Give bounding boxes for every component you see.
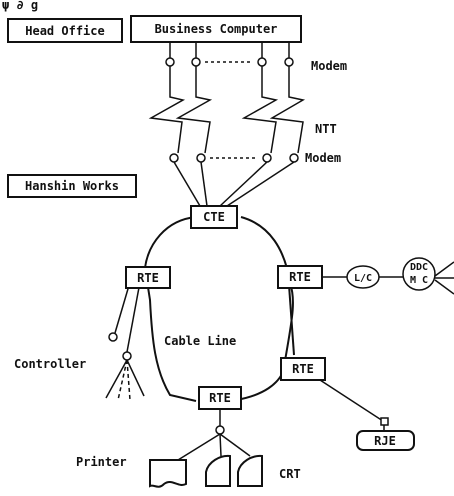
hanshin-works-box [7, 174, 137, 198]
rte-bottom-right-box [280, 357, 326, 381]
rte-right-label: RTE [289, 270, 311, 284]
head-office-label: Head Office [25, 24, 104, 38]
head-office-box [7, 18, 123, 43]
converging-lines [173, 161, 295, 207]
hanshin-works-label: Hanshin Works [25, 179, 119, 193]
ntt-zigzag-lines [148, 66, 306, 154]
upper-lines [169, 42, 290, 58]
cable-ring [143, 216, 294, 402]
lc-label: L/C [354, 273, 372, 284]
ddc-node [402, 257, 436, 291]
crt-icon-1 [205, 454, 231, 487]
controller-node [122, 351, 132, 361]
rte-left-stub [114, 281, 131, 334]
rje-box [356, 430, 415, 451]
cable-line-label: Cable Line [164, 334, 236, 348]
ddc-top-label: DDC [410, 262, 428, 273]
rte-bottom-right-label: RTE [292, 362, 314, 376]
ddc-outgoing-lines [434, 261, 454, 295]
rte-bottom-label: RTE [209, 391, 231, 405]
rte-left-label: RTE [137, 271, 159, 285]
rje-connector [380, 417, 389, 426]
cte-label: CTE [203, 210, 225, 224]
rje-label: RJE [374, 434, 396, 448]
rte-left-box [125, 266, 171, 289]
printer-icon [149, 459, 187, 488]
cable-ring-right [288, 284, 295, 356]
bottom-modem-circles [169, 153, 299, 163]
ntt-label: NTT [315, 122, 337, 136]
printer-label: Printer [76, 455, 127, 469]
modem-top-label: Modem [311, 59, 347, 73]
crt-icon-2 [237, 454, 263, 487]
top-modem-circles [165, 57, 294, 67]
terminal-fan-lines [177, 433, 251, 461]
rje-link [319, 379, 384, 422]
cte-box [190, 205, 238, 229]
ddc-bottom-label: M C [410, 275, 428, 286]
rte-left-stub-node [108, 332, 118, 342]
terminal-hub-node [215, 425, 225, 435]
business-computer-box [130, 15, 302, 43]
controller-label: Controller [14, 357, 86, 371]
modem-bottom-label: Modem [305, 151, 341, 165]
crt-label: CRT [279, 467, 301, 481]
header-fragment: ψ ∂ g [2, 0, 38, 12]
business-computer-label: Business Computer [155, 22, 278, 36]
controller-fan [105, 359, 145, 401]
controller-line [126, 281, 141, 353]
